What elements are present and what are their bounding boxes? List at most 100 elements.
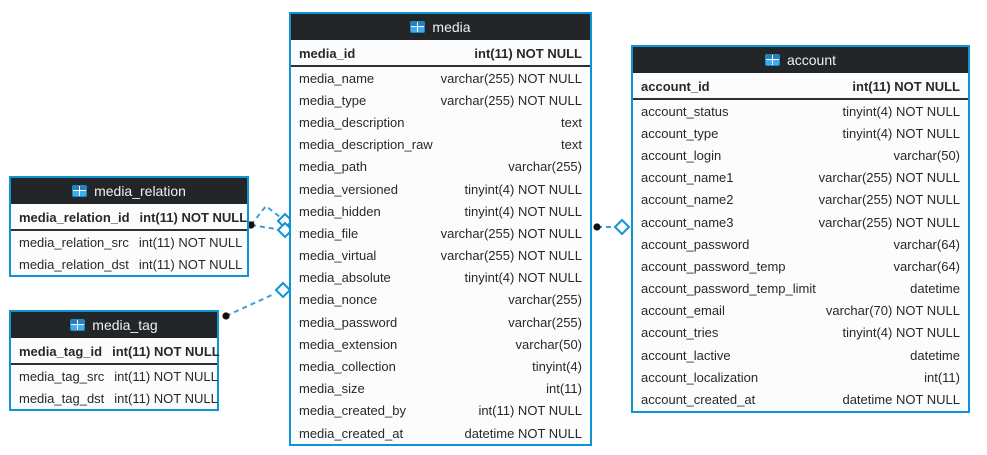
column-name: media_versioned xyxy=(299,181,399,197)
column-type: int(11) NOT NULL xyxy=(114,368,218,384)
column-name: media_size xyxy=(299,381,365,397)
table-media-tag-header[interactable]: media_tag xyxy=(11,312,217,339)
column-type: varchar(255) NOT NULL xyxy=(440,70,582,86)
relation-line-media_relation-to-media-arc xyxy=(250,205,281,226)
column-name: media_description xyxy=(299,114,405,130)
column-type: tinyint(4) NOT NULL xyxy=(842,125,960,141)
column-type: varchar(50) xyxy=(515,336,582,352)
column-name: account_name2 xyxy=(641,192,734,208)
table-icon xyxy=(70,319,86,331)
column-type: tinyint(4) NOT NULL xyxy=(464,203,582,219)
column-type: varchar(255) xyxy=(508,292,582,308)
column-type: int(11) xyxy=(924,369,960,385)
column-type: int(11) NOT NULL xyxy=(114,390,218,406)
column-name: account_name1 xyxy=(641,170,734,186)
column-name: media_relation_id xyxy=(19,209,130,225)
column-name: account_status xyxy=(641,103,729,119)
column-row: media_tag_src int(11) NOT NULL xyxy=(11,365,218,387)
column-type: text xyxy=(561,137,582,153)
table-icon xyxy=(72,185,88,197)
column-row: media_collection tinyint(4) xyxy=(291,355,590,377)
column-type: varchar(255) NOT NULL xyxy=(440,248,582,264)
column-row: media_description_raw text xyxy=(291,134,590,156)
table-icon xyxy=(764,54,780,66)
column-type: int(11) NOT NULL xyxy=(139,209,248,225)
column-type: int(11) NOT NULL xyxy=(478,403,582,419)
column-type: datetime xyxy=(910,281,960,297)
relation-line-media_relation-to-media xyxy=(250,224,277,230)
column-name: media_description_raw xyxy=(299,137,433,153)
table-title: media xyxy=(432,19,471,35)
column-name: media_collection xyxy=(299,359,396,375)
relation-diamond-media_tag-to-media xyxy=(274,281,292,299)
column-row: media_file varchar(255) NOT NULL xyxy=(291,222,590,244)
table-media-relation-header[interactable]: media_relation xyxy=(11,178,247,205)
column-name: media_name xyxy=(299,70,375,86)
table-account-header[interactable]: account xyxy=(633,47,968,74)
column-type: tinyint(4) xyxy=(532,359,582,375)
relation-line-media_tag-to-media xyxy=(225,293,275,317)
column-row: account_name3 varchar(255) NOT NULL xyxy=(633,211,968,233)
column-name: account_localization xyxy=(641,369,759,385)
column-type: varchar(255) NOT NULL xyxy=(818,192,960,208)
column-row: media_size int(11) xyxy=(291,378,590,400)
column-name: media_id xyxy=(299,45,356,61)
column-name: account_password_temp xyxy=(641,258,786,274)
column-type: int(11) NOT NULL xyxy=(138,234,243,250)
column-type: tinyint(4) NOT NULL xyxy=(842,103,960,119)
column-type: tinyint(4) NOT NULL xyxy=(464,270,582,286)
column-name: media_hidden xyxy=(299,203,381,219)
column-type: datetime xyxy=(910,347,960,363)
column-type: varchar(50) xyxy=(893,147,960,163)
column-type: varchar(255) NOT NULL xyxy=(440,92,582,108)
column-name: account_lactive xyxy=(641,347,731,363)
column-name: account_email xyxy=(641,303,725,319)
column-name: media_virtual xyxy=(299,248,377,264)
column-row: media_virtual varchar(255) NOT NULL xyxy=(291,245,590,267)
column-row: account_localization int(11) xyxy=(633,366,968,388)
column-type: int(11) NOT NULL xyxy=(474,45,582,61)
relation-dot-media_tag-to-media xyxy=(222,312,230,320)
column-type: int(11) xyxy=(546,381,582,397)
column-type: varchar(255) xyxy=(508,159,582,175)
column-name: media_relation_src xyxy=(19,234,129,250)
table-media-header[interactable]: media xyxy=(291,14,590,41)
column-type: int(11) NOT NULL xyxy=(138,256,243,272)
column-row: media_description text xyxy=(291,111,590,133)
table-media-relation[interactable]: media_relation media_relation_id int(11) … xyxy=(9,176,249,278)
column-type: int(11) NOT NULL xyxy=(852,78,960,94)
column-type: varchar(255) NOT NULL xyxy=(440,225,582,241)
column-name: account_created_at xyxy=(641,392,756,408)
column-type: varchar(255) NOT NULL xyxy=(818,214,960,230)
column-row: account_name1 varchar(255) NOT NULL xyxy=(633,167,968,189)
column-type: datetime NOT NULL xyxy=(464,425,582,441)
column-name: media_tag_src xyxy=(19,368,105,384)
column-name: account_name3 xyxy=(641,214,734,230)
column-name: media_tag_dst xyxy=(19,390,105,406)
column-type: text xyxy=(561,114,582,130)
column-type: varchar(255) NOT NULL xyxy=(818,170,960,186)
column-name: media_file xyxy=(299,225,359,241)
table-media[interactable]: media media_id int(11) NOT NULL media_name… xyxy=(289,12,592,447)
relation-dot-media-to-account xyxy=(593,223,601,231)
